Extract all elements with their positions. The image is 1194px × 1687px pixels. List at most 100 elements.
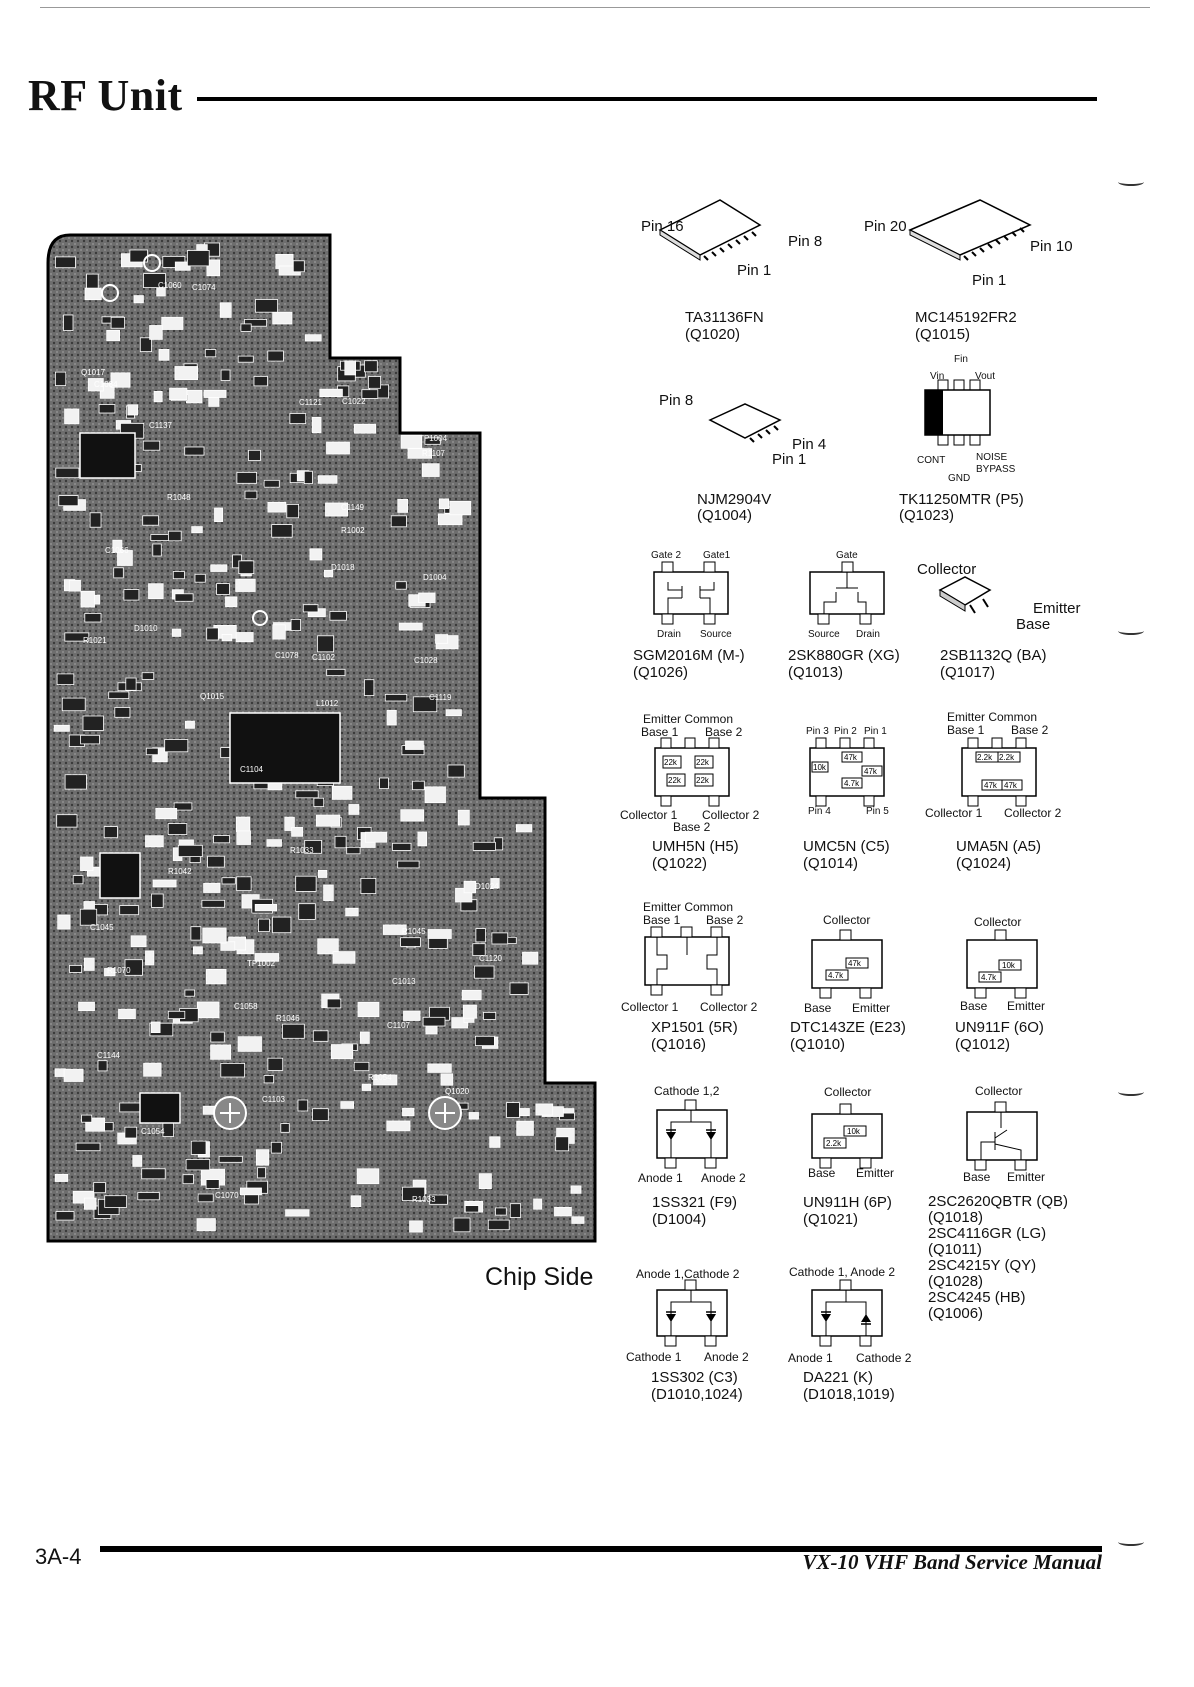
pcb-component (219, 302, 232, 318)
pcb-component (210, 1031, 225, 1043)
un911f-emitter: Emitter (1007, 999, 1046, 1013)
umh5n-collector2: Collector 2 (702, 808, 760, 822)
ic1-pin1: Pin 1 (737, 262, 772, 279)
pcb-label: C1119 (429, 693, 452, 702)
pcb-component (359, 1031, 370, 1044)
pcb-component (55, 1211, 75, 1221)
pcb-component (125, 677, 137, 691)
2sk-name: 2SK880GR (XG) (788, 647, 900, 664)
pcb-component (412, 696, 438, 713)
pcb-component (208, 396, 220, 407)
pcb-component (257, 918, 270, 932)
pcb-component (148, 583, 164, 600)
pcb-component (489, 1136, 501, 1148)
pcb-component (254, 299, 278, 313)
pcb-component (266, 839, 282, 847)
pcb-label: L1012 (316, 699, 339, 708)
pcb-component (244, 319, 268, 327)
pcb-label: C1107 (387, 1021, 411, 1030)
pcb-component (86, 273, 99, 290)
pcb-label: C1137 (149, 421, 173, 430)
ic4-bypass: BYPASS (976, 464, 1016, 475)
2sb-name: 2SB1132Q (BA) (940, 647, 1047, 664)
pcb-component (84, 612, 102, 623)
pcb-component (167, 823, 188, 835)
pcb-component (357, 1001, 380, 1017)
pcb-component (79, 908, 98, 926)
pcb-component (533, 1198, 543, 1210)
pcb-label: C1104 (240, 765, 264, 774)
pcb-component (313, 797, 325, 808)
xp1501-name: XP1501 (5R) (651, 1019, 738, 1036)
umc5n-pin2: Pin 2 (834, 726, 857, 737)
pkg-un911f: 10k 4.7k (966, 929, 1038, 999)
umh5n-r3: 22k (668, 776, 682, 785)
pcb-component (83, 957, 95, 971)
2sb-collector: Collector (917, 561, 977, 578)
pcb-component (253, 375, 268, 387)
pcb-component (113, 567, 124, 579)
pcb-component (440, 1073, 454, 1086)
2sb-base: Base (1016, 616, 1051, 633)
1ss321-anode2: Anode 2 (701, 1171, 746, 1185)
pcb-component (184, 720, 195, 729)
umc5n-pin3: Pin 3 (806, 726, 829, 737)
2sc-part-3-ref: (Q1028) (928, 1273, 984, 1290)
pcb-component (282, 1023, 305, 1039)
pcb-component (108, 691, 130, 699)
pcb-component (317, 635, 335, 653)
pcb-component (78, 1001, 95, 1012)
pcb-component (384, 693, 408, 702)
pcb-component (522, 951, 539, 965)
pcb-component (238, 560, 255, 574)
xp1501-collector1: Collector 1 (621, 1000, 679, 1014)
2sc-collector: Collector (975, 1084, 1023, 1098)
pcb-component (112, 539, 123, 553)
ic2-pin10: Pin 10 (1030, 238, 1073, 255)
2sk-ref: (Q1013) (788, 664, 844, 681)
pcb-component (390, 515, 407, 528)
pcb-component (317, 938, 339, 955)
uma5n-ref: (Q1024) (956, 855, 1012, 872)
pcb-component (312, 1108, 329, 1122)
pcb-component (185, 1159, 211, 1171)
un911f-name: UN911F (6O) (955, 1019, 1044, 1036)
pcb-component (270, 1141, 282, 1154)
1ss302-top-pin: Anode 1,Cathode 2 (636, 1267, 740, 1281)
pcb-ic-chip (139, 1092, 181, 1124)
pcb-component (424, 437, 441, 445)
pcb-component (191, 526, 203, 534)
pcb-component (98, 404, 116, 414)
pcb-component (495, 1207, 507, 1216)
pcb-label: TP1004 (419, 434, 448, 443)
pcb-component (386, 709, 397, 726)
ic-package-njm2904v (708, 403, 782, 443)
umh5n-ref: (Q1022) (652, 855, 708, 872)
pcb-label: C1120 (479, 954, 503, 963)
pcb-component (284, 816, 295, 831)
pcb-component (361, 389, 379, 399)
ic2-pin20: Pin 20 (864, 218, 907, 235)
pcb-component (97, 1060, 108, 1072)
umh5n-base2: Base 2 (705, 725, 743, 739)
pcb-component (491, 932, 509, 945)
ic4-vout: Vout (975, 371, 996, 382)
pcb-component (139, 337, 152, 353)
pcb-component (197, 1193, 214, 1203)
2sc-emitter: Emitter (1007, 1170, 1046, 1184)
pcb-component (364, 679, 375, 697)
pcb-label: Q1020 (445, 1087, 470, 1096)
pcb-component (123, 589, 140, 601)
pcb-component (56, 673, 75, 685)
edge-mark (1118, 1538, 1144, 1546)
pcb-component (304, 840, 322, 854)
pcb-component (421, 463, 440, 477)
pcb-component (554, 1206, 572, 1217)
pcb-component (167, 1010, 186, 1019)
pcb-component (64, 774, 87, 790)
pkg-sgm2016m (653, 561, 729, 625)
pcb-component (207, 855, 225, 868)
pcb-component (462, 1004, 477, 1019)
pcb-component (461, 989, 482, 1001)
pcb-component (472, 943, 486, 957)
